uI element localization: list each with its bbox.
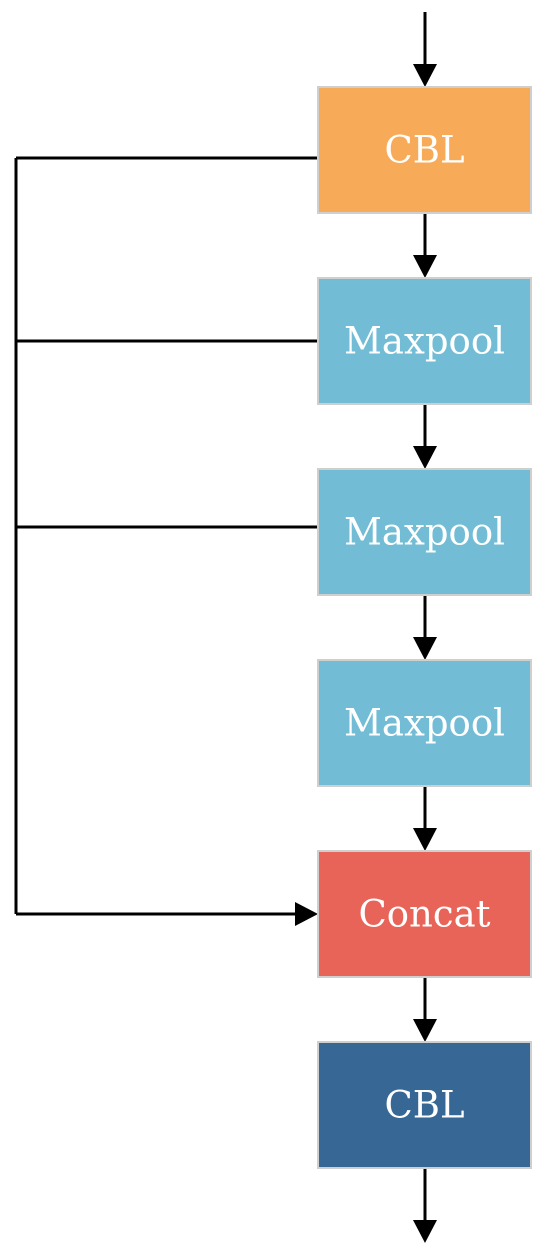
arrowhead-maxpool-2-to-maxpool-3 [413,637,437,660]
block-maxpool-2-label: Maxpool [344,511,505,554]
block-cbl-1-label: CBL [384,129,464,172]
block-cbl-2-rect [317,1041,532,1169]
block-cbl-2: CBL [317,1041,532,1169]
block-maxpool-1: Maxpool [317,277,532,405]
block-cbl-1-rect [317,86,532,214]
block-maxpool-3: Maxpool [317,659,532,787]
arrowhead-skip-to-concat [295,902,318,926]
block-cbl-1: CBL [317,86,532,214]
arrowhead-input-to-cbl-1 [413,64,437,87]
arrowhead-maxpool-1-to-maxpool-2 [413,446,437,469]
block-maxpool-3-rect [317,659,532,787]
arrowhead-maxpool-3-to-concat [413,828,437,851]
block-concat: Concat [317,850,532,978]
block-maxpool-1-rect [317,277,532,405]
block-cbl-2-label: CBL [384,1084,464,1127]
block-concat-label: Concat [358,893,490,936]
block-concat-rect [317,850,532,978]
arrowhead-cbl-2-to-output [413,1220,437,1243]
block-maxpool-2-rect [317,468,532,596]
block-maxpool-3-label: Maxpool [344,702,505,745]
arrowhead-concat-to-cbl-2 [413,1019,437,1042]
arrowhead-cbl-1-to-maxpool-1 [413,255,437,278]
block-maxpool-2: Maxpool [317,468,532,596]
block-maxpool-1-label: Maxpool [344,320,505,363]
